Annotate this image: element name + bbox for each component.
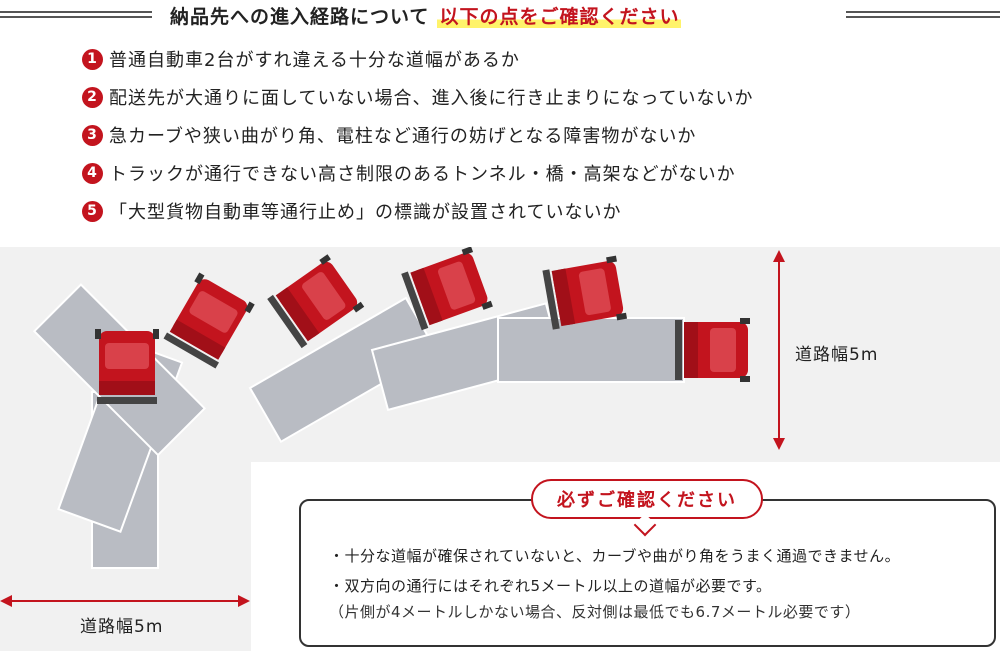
number-badge: 4 [82, 162, 103, 184]
notice-line: ・十分な道幅が確保されていないと、カーブや曲がり角をうまく通過できません。 [329, 547, 901, 565]
checklist-text: 「大型貨物自動車等通行止め」の標識が設置されていないか [109, 202, 622, 223]
truck-cab [675, 318, 750, 382]
checklist-text: 配送先が大通りに面していない場合、進入後に行き止まりになっていないか [109, 88, 754, 109]
checklist-item: 3 急カーブや狭い曲がり角、電柱など通行の妨げとなる障害物がないか [82, 116, 754, 154]
cargo-trailer [497, 317, 685, 383]
checklist-item: 5 「大型貨物自動車等通行止め」の標識が設置されていないか [82, 192, 754, 230]
checklist-text: 普通自動車2台がすれ違える十分な道幅があるか [109, 50, 520, 71]
truck-turn-diagram [0, 247, 1000, 651]
number-badge: 3 [82, 124, 103, 146]
notice-line: ・双方向の通行にはそれぞれ5メートル以上の道幅が必要です。 [329, 577, 772, 595]
number-badge: 2 [82, 86, 103, 108]
road-width-arrow-vertical [773, 250, 785, 450]
notice-box: 必ずご確認ください ・十分な道幅が確保されていないと、カーブや曲がり角をうまく通… [299, 479, 996, 647]
road-surface [0, 247, 1000, 651]
checklist-item: 4 トラックが通行できない高さ制限のあるトンネル・橋・高架などがないか [82, 154, 754, 192]
checklist-item: 2 配送先が大通りに面していない場合、進入後に行き止まりになっていないか [82, 78, 754, 116]
section-header: 納品先への進入経路について以下の点をご確認ください [0, 0, 1000, 32]
title-highlight: 以下の点をご確認ください [437, 6, 682, 28]
road-width-arrow-horizontal [0, 595, 250, 607]
header-rule-left [0, 11, 152, 18]
number-badge: 5 [82, 200, 103, 222]
title-text: 納品先への進入経路について [170, 6, 430, 28]
truck-cab [95, 329, 159, 404]
checklist-item: 1 普通自動車2台がすれ違える十分な道幅があるか [82, 40, 754, 78]
header-rule-right [846, 11, 1000, 18]
notice-note: （片側が4メートルしかない場合、反対側は最低でも6.7メートル必要です） [329, 603, 861, 621]
road-width-label-right: 道路幅5m [795, 345, 879, 365]
section-title: 納品先への進入経路について以下の点をご確認ください [170, 2, 682, 29]
notice-tag: 必ずご確認ください [531, 479, 763, 519]
checklist-text: トラックが通行できない高さ制限のあるトンネル・橋・高架などがないか [109, 164, 736, 185]
road-width-label-bottom: 道路幅5m [80, 617, 164, 637]
checklist-text: 急カーブや狭い曲がり角、電柱など通行の妨げとなる障害物がないか [109, 126, 697, 147]
notice-text: ・十分な道幅が確保されていないと、カーブや曲がり角をうまく通過できません。 ・双… [329, 541, 900, 625]
checklist: 1 普通自動車2台がすれ違える十分な道幅があるか 2 配送先が大通りに面していない場… [82, 40, 754, 230]
number-badge: 1 [82, 48, 103, 70]
